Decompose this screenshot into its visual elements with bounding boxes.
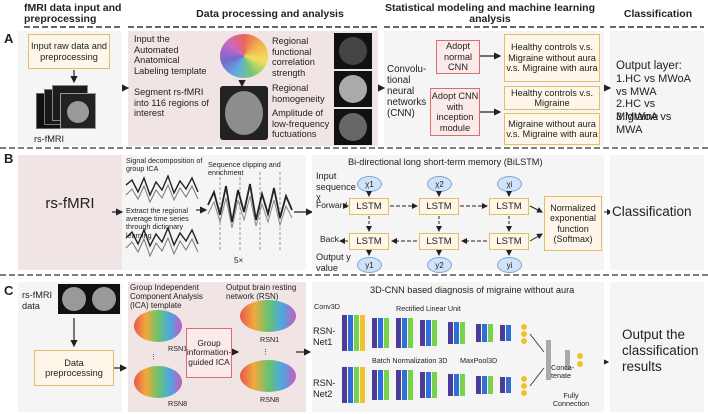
y-node-2: y2	[427, 257, 452, 273]
header-processing: Data processing and analysis	[196, 8, 344, 20]
rsn1-right: RSN1	[260, 335, 280, 344]
metric-map-2	[334, 71, 372, 107]
lstm-forward-1: LSTM	[349, 198, 389, 215]
scan-label: rs-fMRI	[34, 134, 65, 144]
row-c-result-panel	[610, 282, 704, 412]
result-text: Output the classification results	[622, 327, 699, 374]
output-item-2: 2.HC vs Migraine	[616, 98, 659, 123]
task-box-2: Healthy controls v.s. Migraine	[504, 86, 600, 110]
row-b-input: rs-fMRI	[45, 195, 95, 212]
y-node-i: yi	[497, 257, 522, 273]
row-b-input-panel	[18, 155, 122, 270]
normal-cnn-box: Adopt normal CNN	[436, 40, 480, 74]
forward-label: Forward	[316, 200, 348, 210]
multiplier-text: 5×	[234, 256, 244, 265]
task-box-3: Migraine without aura v.s. Migraine with…	[504, 113, 600, 145]
lstm-forward-2: LSTM	[419, 198, 459, 215]
row-c-scan-2	[88, 284, 120, 314]
rsn8-right: RSN8	[260, 395, 280, 404]
output-item-1: 1.HC vs MWoA vs MWA	[616, 73, 691, 98]
brain-right-1	[240, 300, 296, 332]
inception-cnn-box: Adopt CNN with inception module	[430, 88, 480, 136]
data-preproc-box: Data preprocessing	[34, 350, 114, 386]
metric-map-3	[334, 109, 372, 145]
bilstm-title: Bi-directional long short-term memory (B…	[348, 157, 543, 167]
lstm-forward-i: LSTM	[489, 198, 529, 215]
batchnorm-label: Batch Normalization 3D	[372, 356, 448, 365]
cnn-label: Convolu-tional neural networks (CNN)	[387, 64, 427, 119]
extract-text: Extract the regional average time series…	[126, 206, 189, 240]
rsn-output-text: Output brain resting network (RSN)	[226, 283, 297, 301]
conv3d-label: Conv3D	[314, 302, 340, 311]
net1-label: RSN-Net1	[313, 326, 336, 347]
row-c-letter: C	[4, 283, 14, 298]
metric-1: Regional functional correlation strength	[272, 36, 315, 78]
softmax-box: Normalized exponential function (Softmax…	[544, 196, 602, 251]
row-b-letter: B	[4, 151, 14, 166]
brain-left-1	[134, 310, 182, 342]
header-input: fMRI data input and preprocessing	[24, 2, 122, 25]
fully-conn-label: Fully Connection	[552, 391, 590, 409]
output-layer-title: Output layer:	[616, 60, 682, 72]
clip-text: Sequence clipping and enrichment	[208, 160, 281, 178]
rsn8-left: RSN8	[168, 399, 188, 408]
maxpool-label: MaxPool3D	[460, 356, 498, 365]
aal-brain-image	[220, 34, 268, 78]
lstm-back-1: LSTM	[349, 233, 389, 250]
lstm-back-2: LSTM	[419, 233, 459, 250]
back-label: Back	[320, 234, 339, 244]
y-node-1: y1	[357, 257, 382, 273]
guided-ica-box: Group information-guided ICA	[186, 328, 232, 378]
brain-left-8	[134, 366, 182, 398]
net2-label: RSN-Net2	[313, 378, 336, 399]
brain-right-8	[240, 360, 296, 392]
row-b-classification: Classification	[612, 204, 692, 219]
task-box-1: Healthy controls v.s. Migraine without a…	[504, 34, 600, 82]
aal-text: Input the Automated Anatomical Labeling …	[134, 34, 207, 76]
row-b-class-panel	[610, 155, 704, 270]
input-raw-data-box: Input raw data and preprocessing	[28, 34, 110, 69]
header-classification: Classification	[623, 8, 693, 20]
output-item-3: 3.MWoA vs MWA	[616, 111, 672, 136]
segmented-brain-image	[220, 86, 268, 140]
row-a-output-panel	[610, 31, 704, 146]
metric-3: Amplitude of low-frequency fuctuations	[272, 108, 330, 139]
metric-2: Regional homogeneity	[272, 83, 325, 104]
signal-text: Signal decomposition of group ICA	[126, 156, 203, 174]
cnn3d-title: 3D-CNN based diagnosis of migraine witho…	[370, 285, 575, 295]
lstm-back-i: LSTM	[489, 233, 529, 250]
concat-label: Conca-tenate	[551, 363, 575, 381]
scan-stack-image	[36, 85, 116, 135]
row-c-scan-1	[58, 284, 90, 314]
row-a-letter: A	[4, 31, 14, 46]
ellipsis-right: ⋮	[262, 347, 270, 356]
row-c-input: rs-fMRI data	[22, 290, 53, 311]
header-modeling: Statistical modeling and machine learnin…	[384, 2, 596, 25]
relu-label: Rectified Linear Unit	[396, 304, 461, 313]
rsn1-left: RSN1	[168, 344, 188, 353]
ica-template-text: Group Independent Component Analysis (IC…	[130, 283, 203, 310]
output-value-label: Output y value	[316, 252, 351, 273]
metric-map-1	[334, 33, 372, 69]
input-sequence-label: Input sequence χ	[316, 171, 356, 202]
segment-text: Segment rs-fMRI into 116 regions of inte…	[134, 87, 209, 118]
ellipsis-left: ⋮	[150, 352, 158, 361]
